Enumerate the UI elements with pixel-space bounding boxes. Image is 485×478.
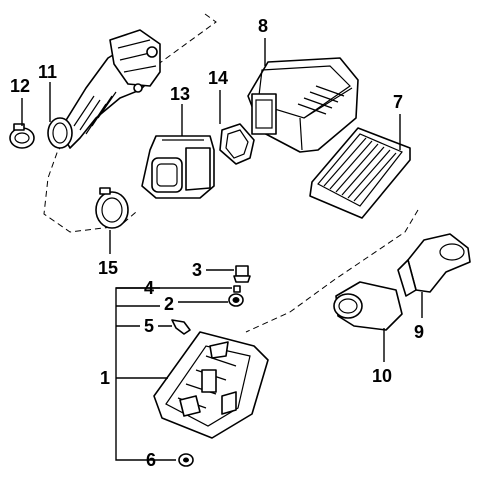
callout-2: 2 [164,294,174,314]
air-cleaner-case [153,331,269,439]
intake-hose [47,29,161,149]
clip [171,319,191,335]
callout-6: 6 [146,450,156,470]
callout-8: 8 [258,16,268,36]
resonator [333,281,403,331]
callout-15: 15 [98,258,118,278]
callout-4: 4 [144,278,154,298]
callout-7: 7 [393,92,403,112]
fastener [233,285,241,293]
hose-clamp [9,123,35,149]
upper-group-outline [43,13,217,233]
callout-11: 11 [38,62,57,82]
grommet [228,293,244,307]
air-flow-meter [141,135,215,199]
flow-meter-gasket [219,123,255,165]
air-filter [309,127,411,219]
callout-5: 5 [144,316,154,336]
intake-duct [397,233,471,297]
leader-2 [116,301,228,307]
callout-1: 1 [100,368,110,388]
clamp-ring [95,187,129,229]
callout-3: 3 [192,260,202,280]
callout-13: 13 [170,84,190,104]
callout-9: 9 [414,322,424,342]
lower-group-outline [245,209,419,333]
callout-10: 10 [372,366,392,386]
callout-14: 14 [208,68,228,88]
air-cleaner-cover [247,57,359,153]
washer [178,453,194,467]
bolt [233,265,251,283]
callout-12: 12 [10,76,30,96]
